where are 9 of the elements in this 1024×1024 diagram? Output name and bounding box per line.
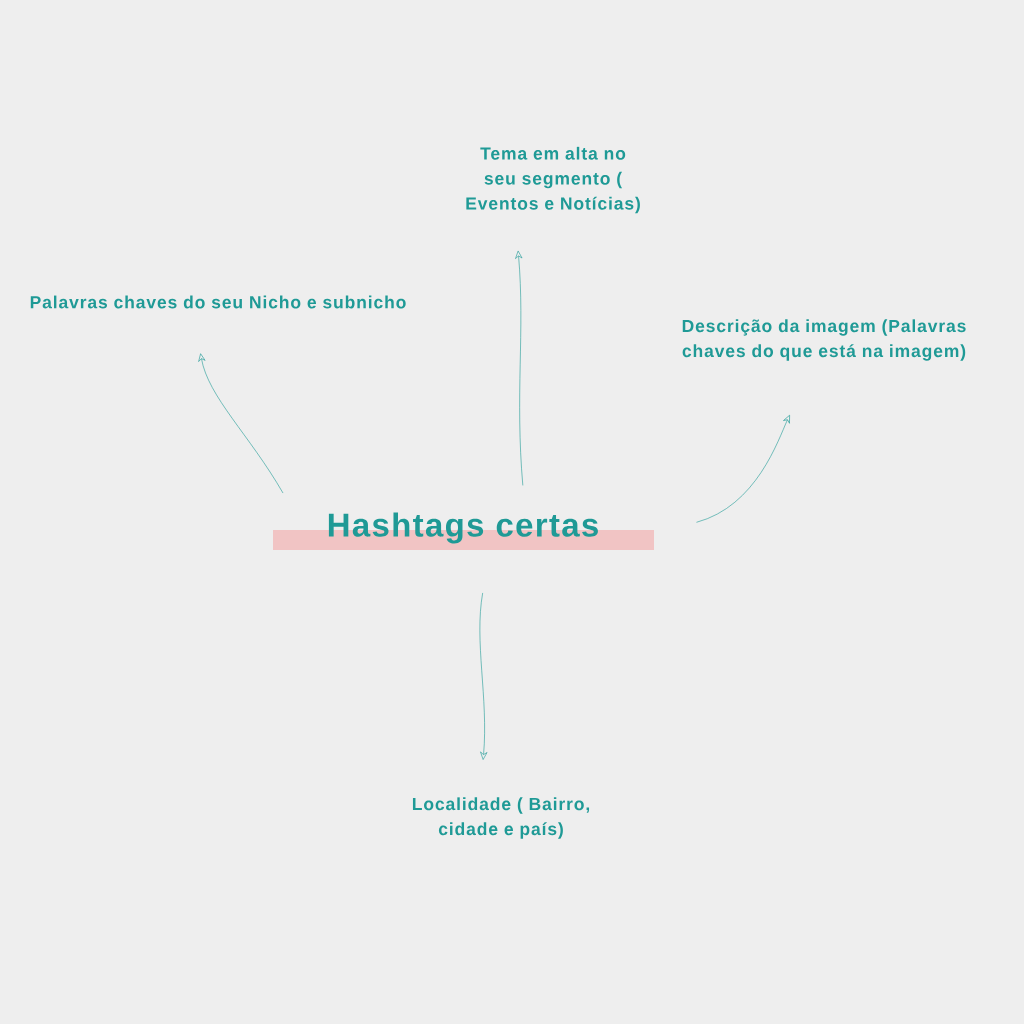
curved-arrow bbox=[479, 592, 488, 760]
curved-arrow bbox=[198, 353, 284, 494]
curved-arrow bbox=[515, 250, 524, 486]
curved-arrow bbox=[696, 414, 790, 523]
topic-label: Palavras chaves do seu Nicho e subnicho bbox=[30, 295, 406, 309]
highlighted-heading: Hashtags certas bbox=[273, 512, 654, 550]
topic-label: Descrição da imagem (Palavras chaves do que está na imagem) bbox=[682, 319, 966, 361]
topic-label: Localidade ( Bairro, cidade e país) bbox=[412, 797, 590, 839]
topic-label: Tema em alta no seu segmento ( Eventos e Notícias) bbox=[466, 146, 640, 214]
